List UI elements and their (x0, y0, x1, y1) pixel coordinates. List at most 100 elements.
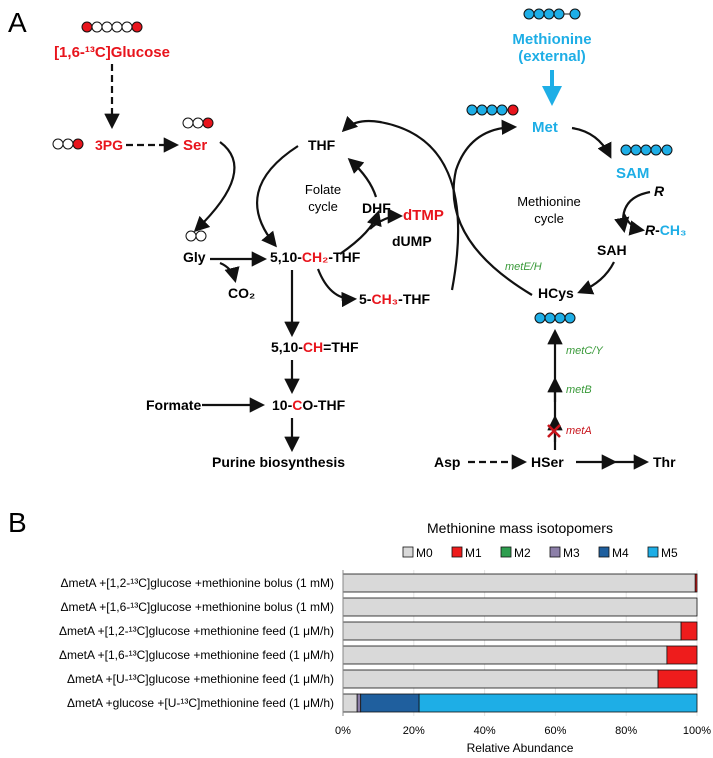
x-tick-label: 0% (335, 725, 351, 737)
legend-label-m3: M3 (563, 546, 580, 560)
arrow-sam-sah (614, 190, 651, 234)
x-tick-label: 80% (615, 725, 637, 737)
dump-label: dUMP (392, 233, 432, 249)
hcys-label: HCys (538, 285, 574, 301)
gly-label: Gly (183, 249, 206, 265)
3pg-label: 3PG (95, 137, 123, 153)
methionine-external-label-1: Methionine (512, 31, 591, 48)
bar-segment-m0 (342, 573, 696, 593)
bar-segment-m0 (342, 621, 682, 641)
x-tick-label: 40% (474, 725, 496, 737)
co-thf-label: 10-CO-THF (272, 397, 346, 413)
category-label: ΔmetA +[U-¹³C]glucose +methionine feed (… (67, 672, 334, 686)
chart-category-labels: ΔmetA +[1,2-¹³C]glucose +methionine bolu… (59, 576, 334, 710)
co2-label: CO₂ (228, 285, 255, 301)
arrow-hcys-met (452, 119, 533, 296)
bar-segment-m5 (418, 693, 698, 713)
chart-title: Methionine mass isotopomers (427, 520, 613, 536)
legend-label-m4: M4 (612, 546, 629, 560)
methionine-external-label-2: (external) (518, 48, 586, 65)
arrow-ch2thf-ch3thf (316, 268, 358, 308)
glucose-carbon-icon (81, 21, 143, 33)
purine-label: Purine biosynthesis (212, 454, 345, 470)
chart-bars (342, 573, 698, 713)
bar-segment-m0 (342, 597, 698, 617)
thf-label: THF (308, 137, 336, 153)
arrow-dhf-thf (347, 157, 378, 198)
arrow-gly-co2 (219, 261, 240, 283)
sam-carbon-icon (620, 144, 673, 156)
chart-gridlines (413, 570, 698, 716)
ser-carbon-icon (182, 117, 214, 129)
enzyme-meteh-label: metE/H (505, 261, 542, 273)
arrow-r-rch3 (622, 213, 646, 236)
category-label: ΔmetA +[1,2-¹³C]glucose +methionine bolu… (61, 576, 334, 590)
met-label: Met (532, 119, 558, 136)
hser-label: HSer (531, 454, 564, 470)
arrow-thf-ch2thf (256, 145, 299, 248)
ch2-thf-label: 5,10-CH₂-THF (270, 249, 361, 265)
bar-segment-m3 (356, 693, 362, 713)
arrow-ch3thf-thf (341, 115, 460, 291)
methionine-cycle-label-1: Methionine (517, 194, 581, 209)
gly-carbon-icon (185, 230, 207, 242)
enzyme-metb-label: metB (566, 384, 592, 396)
x-tick-label: 60% (544, 725, 566, 737)
legend-swatch-m5 (647, 546, 659, 558)
bar-segment-m1 (657, 669, 698, 689)
sam-label: SAM (616, 165, 649, 182)
bar-segment-m0 (342, 693, 358, 713)
chart-x-tick-labels: 0% 20% 40% 60% 80% 100% (335, 725, 711, 737)
bar-segment-m1 (680, 621, 698, 641)
ch-thf-label: 5,10-CH=THF (271, 339, 359, 355)
folate-cycle-label-1: Folate (305, 182, 341, 197)
bar-segment-m1 (666, 645, 698, 665)
panel-b-letter: B (8, 507, 27, 538)
bar-segment-m0 (342, 645, 668, 665)
folate-pathway-arrows (104, 64, 460, 453)
arrow-ser-gly (193, 141, 236, 233)
chart-x-axis-label: Relative Abundance (467, 741, 574, 755)
category-label: ΔmetA +[1,6-¹³C]glucose +methionine bolu… (61, 600, 334, 614)
met-external-carbon-icon (523, 8, 581, 20)
legend-label-m2: M2 (514, 546, 531, 560)
legend-label-m5: M5 (661, 546, 678, 560)
legend-swatch-m1 (451, 546, 463, 558)
arrow-dump-dtmp (369, 208, 404, 230)
bar-segment-m0 (342, 669, 659, 689)
enzyme-meta-label: metA (566, 425, 592, 437)
legend-label-m1: M1 (465, 546, 482, 560)
legend-swatch-m2 (500, 546, 512, 558)
folate-cycle-label-2: cycle (308, 199, 338, 214)
meta-block-cross-icon (547, 424, 561, 438)
ch3-thf-label: 5-CH₃-THF (359, 291, 430, 307)
chart-legend: M0 M1 M2 M3 M4 M5 (402, 546, 678, 560)
methionine-cycle-label-2: cycle (534, 211, 564, 226)
category-label: ΔmetA +[1,6-¹³C]glucose +methionine feed… (59, 648, 334, 662)
hcys-carbon-icon (534, 312, 576, 324)
bar-segment-m1 (694, 573, 698, 593)
dtmp-label: dTMP (403, 207, 444, 224)
legend-swatch-m4 (598, 546, 610, 558)
x-tick-label: 20% (403, 725, 425, 737)
isotopomer-chart: Methionine mass isotopomers M0 M1 M2 M3 M4 M5… (59, 520, 711, 755)
category-label: ΔmetA +glucose +[U-¹³C]methionine feed (… (67, 696, 334, 710)
bar-segment-m4 (360, 693, 420, 713)
glucose-label: [1,6-¹³C]Glucose (54, 44, 170, 61)
category-label: ΔmetA +[1,2-¹³C]glucose +methionine feed… (59, 624, 334, 638)
asp-label: Asp (434, 454, 460, 470)
x-tick-label: 100% (683, 725, 711, 737)
panel-a-letter: A (8, 7, 27, 38)
r-label: R (654, 183, 665, 199)
legend-swatch-m0 (402, 546, 414, 558)
legend-label-m0: M0 (416, 546, 433, 560)
arrow-sah-hcys (577, 261, 615, 295)
ser-label: Ser (183, 137, 207, 154)
sah-label: SAH (597, 242, 627, 258)
arrow-ch2thf-dhf (339, 210, 382, 255)
3pg-carbon-icon (52, 138, 84, 150)
formate-label: Formate (146, 397, 201, 413)
met-carbon-icon (466, 104, 519, 116)
arrow-met-sam (571, 126, 612, 159)
